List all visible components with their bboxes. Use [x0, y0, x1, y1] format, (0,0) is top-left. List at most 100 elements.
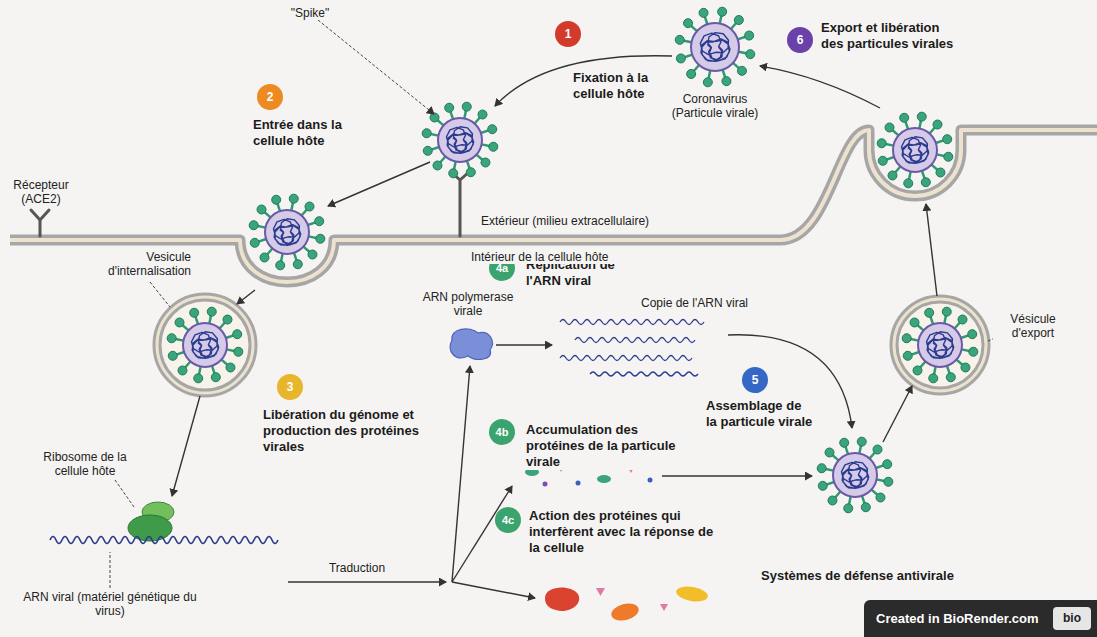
- virus-particle: [878, 156, 887, 165]
- virus-particle: [910, 318, 919, 327]
- virus-particle: [818, 481, 827, 490]
- antiviral-protein: [545, 584, 709, 623]
- antiviral-protein: [596, 588, 605, 596]
- rna-strand: [50, 537, 278, 544]
- virus-particle: [190, 308, 199, 317]
- step-title: Export et libération des particules vira…: [820, 20, 960, 52]
- virus-particle: [943, 135, 952, 144]
- logo-box: bio: [1053, 607, 1091, 630]
- virus-particle: [745, 31, 754, 40]
- virus-particle: [447, 127, 474, 153]
- vesicle: [894, 299, 986, 391]
- viral-protein: [576, 481, 581, 486]
- virus-particle: [844, 504, 853, 513]
- virus-particle: [207, 307, 216, 316]
- virus-particle: [918, 323, 962, 367]
- virus-particle: [933, 120, 942, 129]
- step-title: Assemblage de la particule virale: [705, 398, 815, 430]
- virus-particle: [423, 146, 432, 155]
- virus-particle: [833, 453, 877, 497]
- antiviral-protein: [660, 604, 668, 611]
- virus-particle: [676, 54, 685, 63]
- arrow: [452, 366, 470, 582]
- virus-particle: [718, 7, 727, 16]
- arrow: [495, 56, 672, 106]
- step-title: Entrée dans la cellule hôte: [252, 117, 364, 149]
- virus-particle: [167, 334, 176, 343]
- virus-particle: [178, 366, 187, 375]
- virus-particle: [462, 102, 471, 111]
- arrow: [452, 486, 512, 582]
- step-title: Accumulation des protéines de la particu…: [525, 422, 700, 470]
- virus-particle: [234, 347, 243, 356]
- virus-particle: [226, 363, 235, 372]
- virus-particle: [876, 493, 885, 502]
- vesicle: [157, 297, 253, 393]
- arrow: [496, 344, 552, 345]
- leader-line: [115, 480, 134, 507]
- virus-particle: [936, 168, 945, 177]
- virus-particle: [308, 250, 317, 259]
- virus-particle: [276, 261, 285, 270]
- virus-particle: [883, 460, 892, 469]
- antiviral-protein: [609, 601, 640, 624]
- virus-particle: [903, 351, 912, 360]
- arrow: [452, 582, 535, 598]
- leader-line: [110, 20, 995, 588]
- virus-particle: [961, 363, 970, 372]
- vesicle-label: Vesicule d'internalisation: [84, 250, 192, 278]
- arrow: [172, 396, 200, 496]
- virus-particle: [913, 366, 922, 375]
- callout-number: 1: [555, 21, 581, 47]
- virus-particle: [687, 69, 696, 78]
- virus-particle: [877, 139, 886, 148]
- arrow: [760, 66, 880, 108]
- virus-particle: [481, 158, 490, 167]
- credit-badge: Created in BioRender.com bio: [864, 600, 1097, 637]
- virus-particle: [722, 77, 731, 86]
- virus-particle: [249, 194, 325, 270]
- callout-number: 3: [277, 374, 303, 400]
- virus-particle: [902, 137, 929, 163]
- leader-line: [150, 282, 170, 307]
- rna-label: Copie de l'ARN viral: [640, 296, 780, 310]
- antiviral-protein: [545, 588, 579, 611]
- virus-particle: [316, 234, 325, 243]
- callout-number: 4b: [489, 419, 515, 445]
- virus-particle: [902, 334, 911, 343]
- rna-polymerase: [450, 329, 492, 359]
- callout-circle: 1Fixation à la cellule hôte: [555, 21, 581, 47]
- credit-text: Created in BioRender.com: [876, 611, 1039, 626]
- virus-particle: [917, 112, 926, 121]
- ribosome: [128, 502, 174, 541]
- virus-particle: [274, 219, 301, 245]
- arrow: [883, 386, 912, 442]
- virus-particle: [433, 161, 442, 170]
- viral-protein: [597, 475, 611, 483]
- callout-number: 6: [787, 27, 813, 53]
- virus-particle: [828, 496, 837, 505]
- virus-particle: [921, 178, 930, 187]
- virus-particle: [746, 50, 755, 59]
- virus-particle: [438, 118, 482, 162]
- vesicle: [157, 297, 253, 393]
- virus-particle: [884, 477, 893, 486]
- virus-particle: [305, 202, 314, 211]
- virus-particle: [691, 23, 739, 71]
- process-label: Traduction: [312, 561, 402, 575]
- virus-particle: [968, 330, 977, 339]
- virus-particle: [223, 315, 232, 324]
- virus-particle: [175, 318, 184, 327]
- virus-particle: [478, 110, 487, 119]
- rna-polymerase: [450, 329, 492, 359]
- step-title: Fixation à la cellule hôte: [572, 70, 664, 102]
- virus-particle: [703, 78, 712, 87]
- virus-particle: [904, 179, 913, 188]
- virus-particle: [900, 113, 909, 122]
- virus-particle: [289, 194, 298, 203]
- arrow: [172, 56, 937, 598]
- virus-particle: [825, 448, 834, 457]
- virus-particle: [422, 102, 498, 178]
- virus-particle: [675, 35, 684, 44]
- arrow: [288, 581, 446, 582]
